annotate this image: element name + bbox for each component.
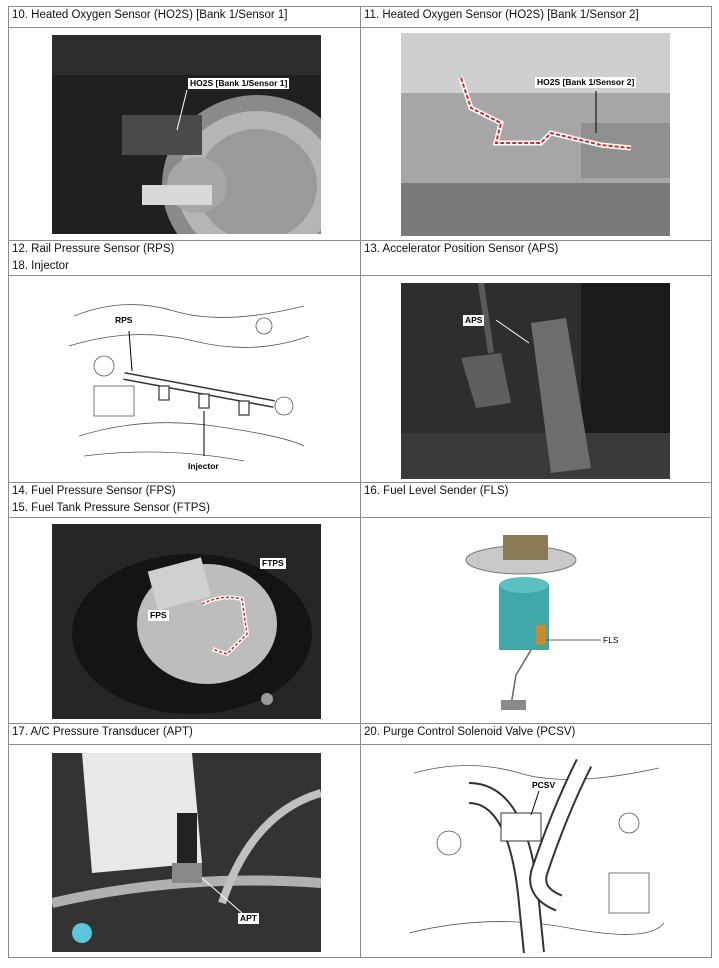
cell-image-fps-ftps: FTPS FPS	[8, 517, 361, 724]
title-line: 18. Injector	[12, 260, 69, 272]
callout-apt: APT	[238, 913, 259, 924]
table-row: APT	[8, 744, 712, 958]
aps-photo: APS	[401, 283, 670, 479]
callout-fls: FLS	[603, 635, 619, 645]
cell-image-aps: APS	[360, 275, 712, 483]
cell-image-rps-injector: RPS Injector	[8, 275, 361, 483]
title-line: 11. Heated Oxygen Sensor (HO2S) [Bank 1/…	[364, 9, 639, 21]
pcsv-illustration	[409, 758, 664, 953]
cell-image-ho2s-b1s2: HO2S [Bank 1/Sensor 2]	[360, 27, 712, 241]
cell-image-ho2s-b1s1: HO2S [Bank 1/Sensor 1]	[8, 27, 361, 241]
ho2s-b1s1-photo: HO2S [Bank 1/Sensor 1]	[52, 35, 321, 234]
callout-aps: APS	[463, 315, 485, 326]
cell-image-pcsv: PCSV	[360, 744, 712, 958]
title-line: 10. Heated Oxygen Sensor (HO2S) [Bank 1/…	[12, 9, 288, 21]
title-line: 14. Fuel Pressure Sensor (FPS)	[12, 485, 176, 497]
title-line: 13. Accelerator Position Sensor (APS)	[364, 243, 559, 255]
cell-image-fls: FLS	[360, 517, 712, 724]
fls-drawing: FLS	[461, 525, 671, 720]
title-line: 12. Rail Pressure Sensor (RPS)	[12, 243, 175, 255]
ho2s-b1s2-illustration	[401, 33, 670, 236]
callout-ftps: FTPS	[260, 558, 286, 569]
callout-fps: FPS	[148, 610, 169, 621]
title-line: 17. A/C Pressure Transducer (APT)	[12, 726, 193, 738]
component-table: 10. Heated Oxygen Sensor (HO2S) [Bank 1/…	[8, 6, 712, 958]
table-row: 12. Rail Pressure Sensor (RPS) 18. Injec…	[8, 240, 712, 276]
ho2s-b1s1-illustration	[52, 35, 321, 234]
fls-illustration	[465, 535, 601, 710]
cell-title-ho2s-b1s1: 10. Heated Oxygen Sensor (HO2S) [Bank 1/…	[8, 6, 361, 28]
title-line: 15. Fuel Tank Pressure Sensor (FTPS)	[12, 502, 210, 514]
callout-ho2s-b1s2: HO2S [Bank 1/Sensor 2]	[535, 77, 637, 88]
cell-title-rps-injector: 12. Rail Pressure Sensor (RPS) 18. Injec…	[8, 240, 361, 276]
table-row: 17. A/C Pressure Transducer (APT) 20. Pu…	[8, 723, 712, 745]
table-row: 10. Heated Oxygen Sensor (HO2S) [Bank 1/…	[8, 6, 712, 28]
fps-ftps-illustration	[52, 524, 321, 719]
apt-photo: APT	[52, 753, 321, 952]
pcsv-drawing: PCSV	[409, 753, 664, 953]
rps-injector-drawing: RPS Injector	[64, 286, 314, 476]
cell-title-ho2s-b1s2: 11. Heated Oxygen Sensor (HO2S) [Bank 1/…	[360, 6, 712, 28]
rps-injector-illustration	[68, 304, 310, 462]
table-row: 14. Fuel Pressure Sensor (FPS) 15. Fuel …	[8, 482, 712, 518]
cell-title-aps: 13. Accelerator Position Sensor (APS)	[360, 240, 712, 276]
callout-injector: Injector	[188, 461, 219, 471]
title-line: 20. Purge Control Solenoid Valve (PCSV)	[364, 726, 576, 738]
aps-illustration	[401, 283, 670, 479]
callout-pcsv: PCSV	[532, 780, 556, 790]
apt-illustration	[52, 753, 321, 952]
cell-title-fps-ftps: 14. Fuel Pressure Sensor (FPS) 15. Fuel …	[8, 482, 361, 518]
cell-title-apt: 17. A/C Pressure Transducer (APT)	[8, 723, 361, 745]
cell-title-pcsv: 20. Purge Control Solenoid Valve (PCSV)	[360, 723, 712, 745]
fps-ftps-photo: FTPS FPS	[52, 524, 321, 719]
cell-image-apt: APT	[8, 744, 361, 958]
table-row: RPS Injector APS	[8, 275, 712, 483]
cell-title-fls: 16. Fuel Level Sender (FLS)	[360, 482, 712, 518]
callout-ho2s-b1s1: HO2S [Bank 1/Sensor 1]	[188, 78, 290, 89]
table-row: FTPS FPS FLS	[8, 517, 712, 724]
ho2s-b1s2-photo: HO2S [Bank 1/Sensor 2]	[401, 33, 670, 236]
callout-rps: RPS	[115, 315, 133, 325]
title-line: 16. Fuel Level Sender (FLS)	[364, 485, 509, 497]
table-row: HO2S [Bank 1/Sensor 1] HO2S [Bank 1/Sens…	[8, 27, 712, 241]
